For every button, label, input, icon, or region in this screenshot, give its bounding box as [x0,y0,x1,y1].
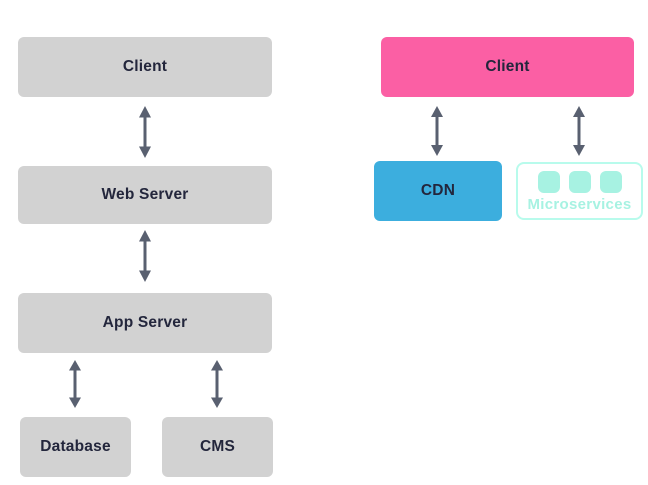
node-cdn: CDN [374,161,502,221]
node-label: Client [485,58,530,75]
double-arrow-icon [571,106,587,156]
node-web-server: Web Server [18,166,272,224]
node-label: CMS [199,438,236,455]
square-icon [537,171,560,193]
square-icon [568,171,591,193]
node-client-left: Client [18,37,272,97]
double-arrow-icon [67,360,83,408]
node-label: Web Server [101,186,189,203]
double-arrow-icon [137,230,153,282]
square-icon [599,171,622,193]
node-label: Client [122,58,168,75]
node-database: Database [20,417,131,477]
three-squares-icon [537,171,622,193]
node-label: CDN [420,182,456,199]
node-label: App Server [102,314,188,331]
double-arrow-icon [429,106,445,156]
node-label: Database [40,438,111,455]
node-label: Microservices [527,196,632,213]
double-arrow-icon [137,106,153,158]
node-microservices: Microservices [516,162,643,220]
node-cms: CMS [162,417,273,477]
double-arrow-icon [209,360,225,408]
node-app-server: App Server [18,293,272,353]
node-client-right: Client [381,37,634,97]
